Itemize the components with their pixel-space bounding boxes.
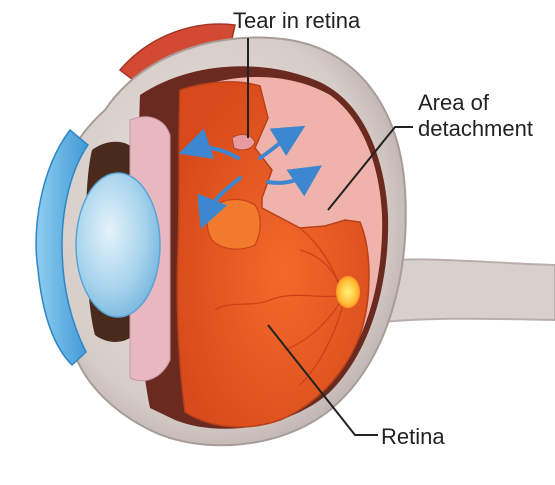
macula — [336, 276, 360, 308]
label-retina: Retina — [381, 424, 445, 450]
detached-retina — [207, 199, 260, 249]
optic-nerve — [380, 259, 555, 322]
label-tear-in-retina: Tear in retina — [233, 8, 360, 34]
lens — [76, 173, 160, 317]
label-area-of-detachment: Area of detachment — [418, 90, 533, 142]
label-area-line2: detachment — [418, 116, 533, 142]
label-area-line1: Area of — [418, 90, 533, 116]
